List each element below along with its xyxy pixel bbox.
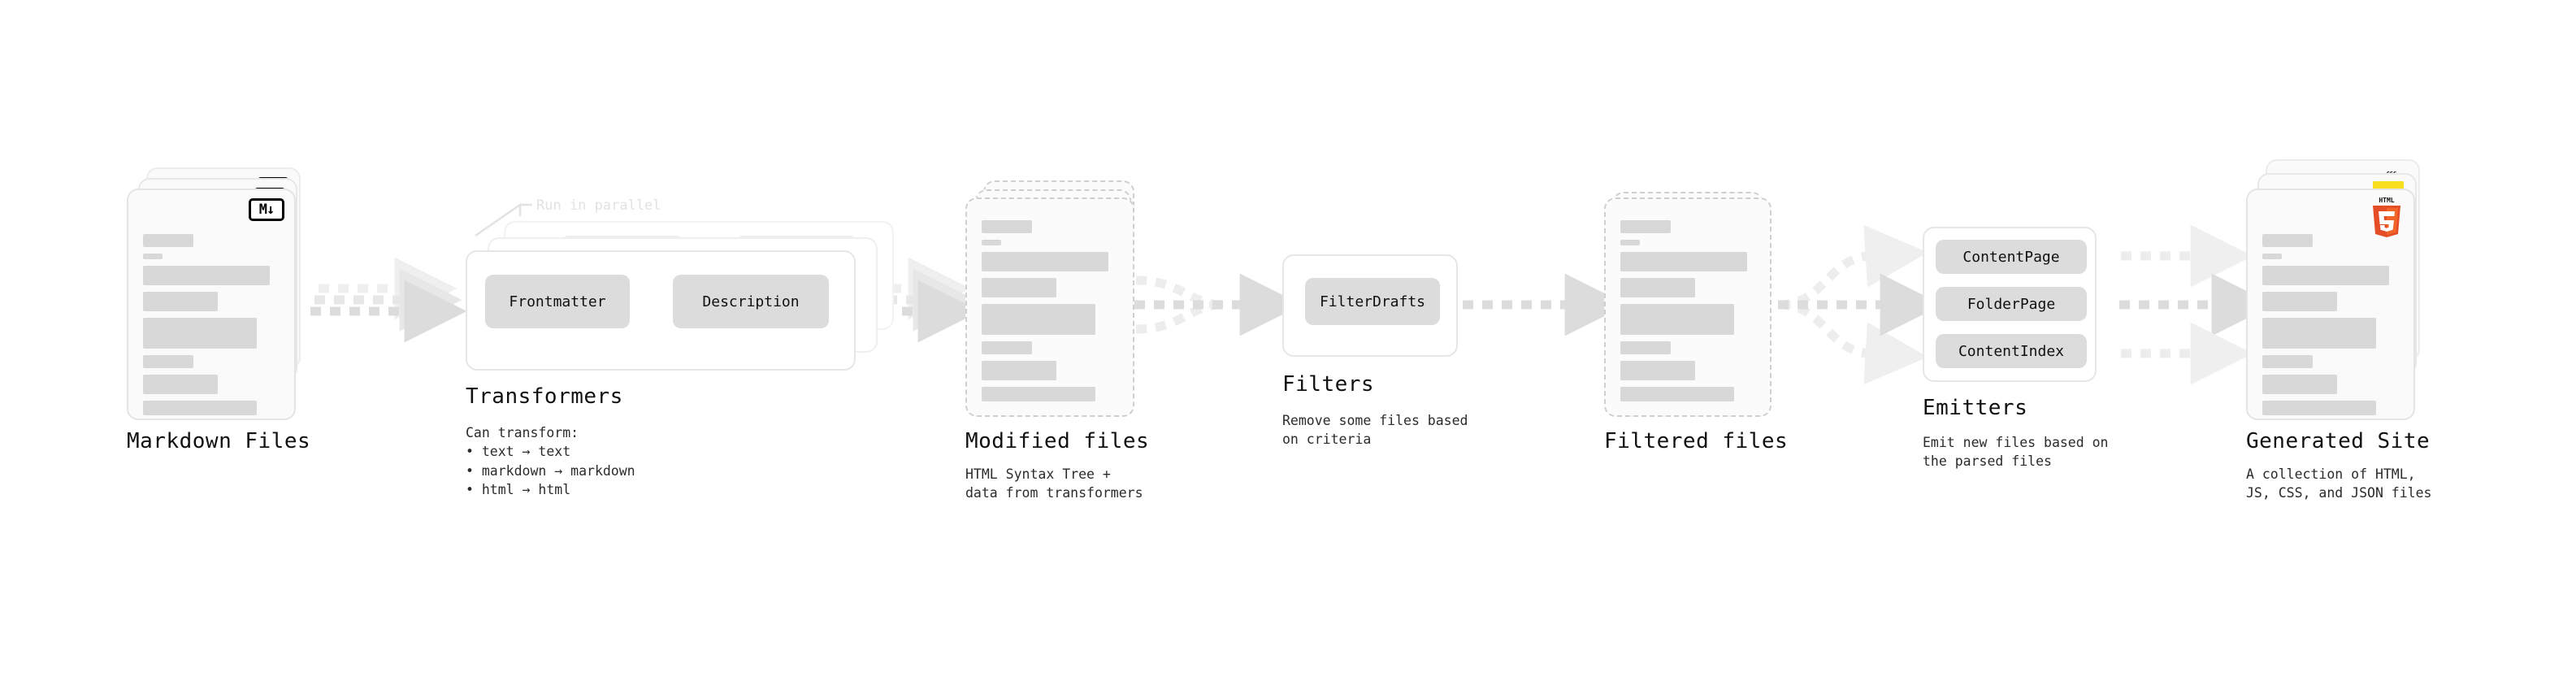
transformer-chip-description[interactable]: Description bbox=[673, 275, 829, 328]
document-placeholder-bars bbox=[1620, 220, 1760, 408]
svg-text:HTML: HTML bbox=[2379, 197, 2394, 204]
filters-group[interactable]: FilterDrafts bbox=[1282, 254, 1458, 357]
stage-title-markdown-files: Markdown Files bbox=[127, 429, 311, 453]
arrow-filtered-to-emitters bbox=[1778, 224, 1943, 385]
modified-files-caption: HTML Syntax Tree + data from transformer… bbox=[965, 466, 1143, 501]
transformers-caption-head: Can transform: bbox=[466, 425, 579, 440]
generated-file-card-front[interactable]: HTML bbox=[2246, 189, 2415, 420]
document-placeholder-bars bbox=[2262, 234, 2402, 422]
arrow-emitters-to-site bbox=[2119, 224, 2275, 385]
stage-title-modified-files: Modified files bbox=[965, 429, 1150, 453]
generated-site-caption: A collection of HTML, JS, CSS, and JSON … bbox=[2246, 466, 2432, 501]
filter-chip-filterdrafts[interactable]: FilterDrafts bbox=[1305, 278, 1440, 325]
document-placeholder-bars bbox=[982, 220, 1121, 408]
markdown-icon: M↓ bbox=[249, 198, 284, 221]
stage-title-filtered-files: Filtered files bbox=[1604, 429, 1789, 453]
transformer-chip-frontmatter[interactable]: Frontmatter bbox=[485, 275, 630, 328]
emitter-chip-folderpage-label: FolderPage bbox=[1967, 295, 2056, 313]
document-placeholder-bars bbox=[143, 234, 283, 422]
modified-file-card-front[interactable] bbox=[965, 197, 1134, 417]
stage-title-generated-site: Generated Site bbox=[2246, 429, 2431, 453]
emitters-caption: Emit new files based on the parsed files bbox=[1923, 435, 2109, 470]
stage-title-emitters: Emitters bbox=[1923, 396, 2028, 420]
emitter-chip-contentpage-label: ContentPage bbox=[1962, 248, 2060, 266]
stage-title-transformers: Transformers bbox=[466, 384, 623, 409]
transformers-caption-item-0: • text → text bbox=[466, 444, 571, 460]
html5-icon: HTML bbox=[2368, 195, 2405, 237]
emitters-group[interactable]: ContentPage FolderPage ContentIndex bbox=[1923, 227, 2097, 382]
run-in-parallel-label: Run in parallel bbox=[536, 197, 661, 214]
transformer-group-front[interactable]: Frontmatter Description bbox=[466, 250, 856, 371]
transformers-caption-item-2: • html → html bbox=[466, 482, 571, 498]
stage-title-filters: Filters bbox=[1282, 372, 1375, 397]
transformer-chip-description-label: Description bbox=[702, 293, 800, 310]
emitter-chip-contentindex[interactable]: ContentIndex bbox=[1936, 334, 2087, 368]
transformers-caption: Can transform: • text → text • markdown … bbox=[466, 423, 734, 500]
filter-chip-filterdrafts-label: FilterDrafts bbox=[1319, 293, 1426, 310]
arrow-modified-to-filters bbox=[1134, 273, 1303, 336]
arrow-markdown-to-transformers bbox=[310, 257, 467, 343]
filters-caption: Remove some files based on criteria bbox=[1282, 413, 1468, 448]
emitter-chip-contentpage[interactable]: ContentPage bbox=[1936, 240, 2087, 274]
transformers-caption-item-1: • markdown → markdown bbox=[466, 462, 635, 479]
transformer-chip-frontmatter-label: Frontmatter bbox=[509, 293, 606, 310]
markdown-file-card-front[interactable]: M↓ bbox=[127, 189, 296, 420]
filtered-file-card-front[interactable] bbox=[1604, 197, 1772, 417]
emitter-chip-folderpage[interactable]: FolderPage bbox=[1936, 287, 2087, 321]
emitter-chip-contentindex-label: ContentIndex bbox=[1958, 342, 2065, 360]
